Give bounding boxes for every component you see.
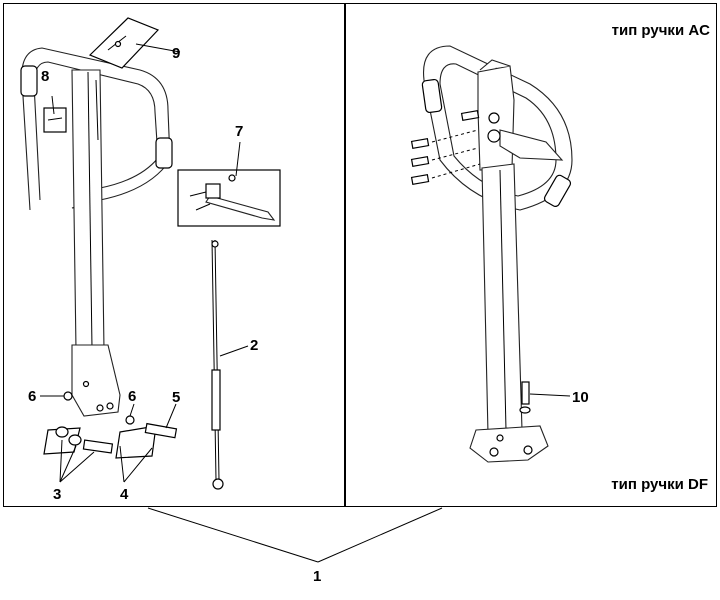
callout-5: 5	[172, 389, 180, 406]
handle-shaft	[71, 69, 105, 351]
handle-type-df-title: тип ручки DF	[611, 476, 708, 493]
callout-9: 9	[172, 45, 180, 62]
handle-df-drawing	[410, 45, 573, 463]
release-lever	[205, 195, 276, 221]
handle-ac-drawing	[20, 17, 281, 490]
callout-6-right: 6	[128, 388, 136, 405]
grip-right	[155, 137, 173, 169]
ratchet-lever	[499, 129, 564, 161]
grip-left	[421, 78, 443, 114]
grip-left	[20, 65, 38, 97]
grip-right	[543, 174, 572, 207]
callout-1: 1	[313, 568, 321, 585]
callout-2: 2	[250, 337, 258, 354]
inset-box-9	[88, 17, 160, 69]
base-flange	[469, 425, 549, 463]
leader-lines	[40, 43, 571, 563]
inset-box-8	[43, 107, 67, 133]
callout-7: 7	[235, 123, 243, 140]
handle-type-ac-title: тип ручки AC	[611, 22, 710, 39]
callout-3: 3	[53, 486, 61, 503]
callout-4: 4	[120, 486, 129, 503]
callout-6-left: 6	[28, 388, 36, 405]
callout-10: 10	[572, 389, 589, 406]
callout-8: 8	[41, 68, 49, 85]
